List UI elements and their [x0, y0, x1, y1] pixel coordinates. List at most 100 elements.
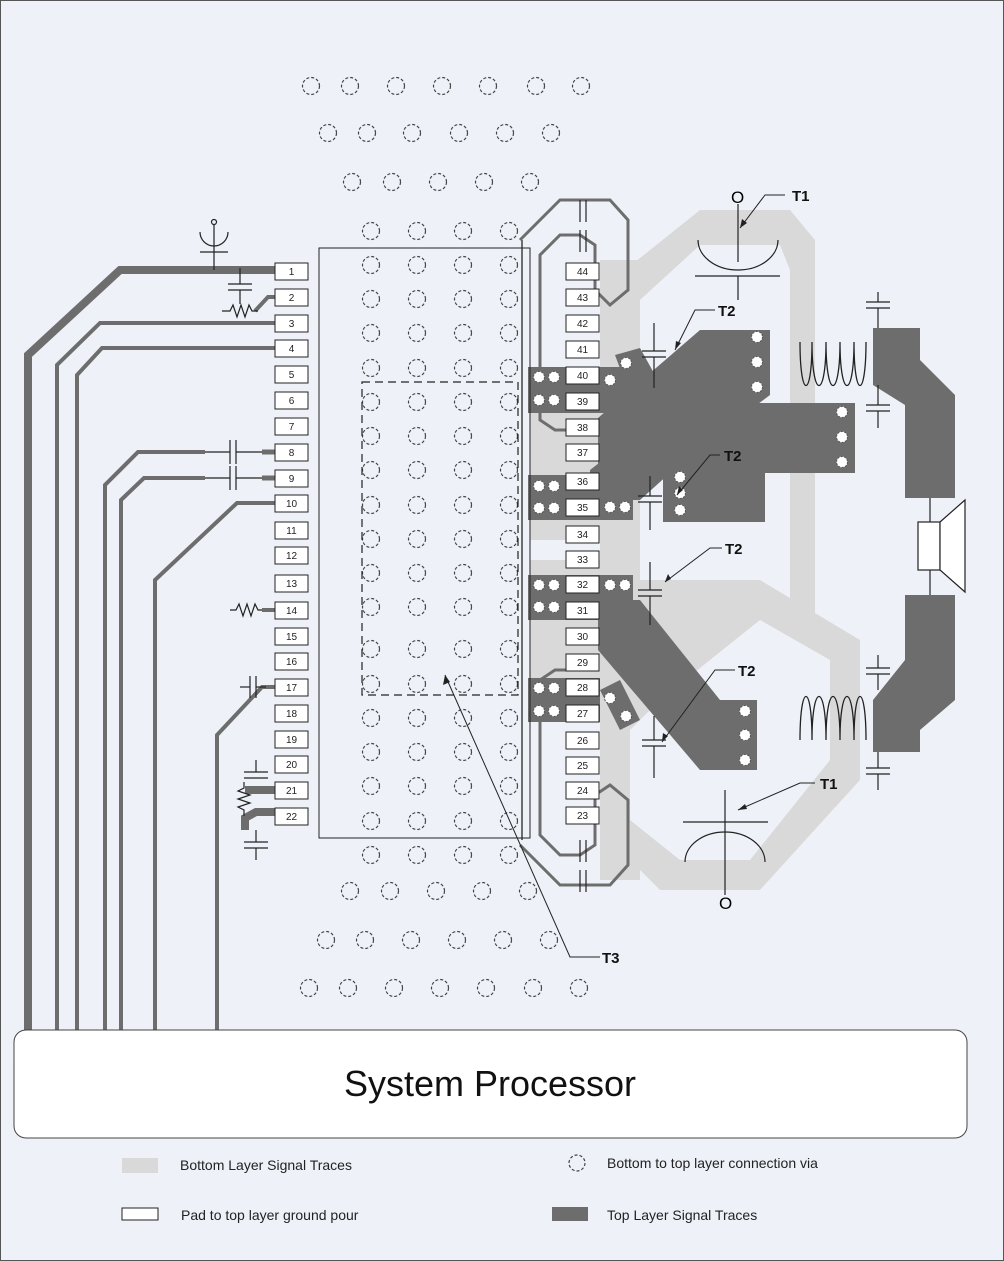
legend-swatch-bottom-traces — [122, 1158, 158, 1173]
pad-via — [548, 502, 560, 514]
pad-via — [620, 357, 632, 369]
pad-via — [548, 705, 560, 717]
via — [453, 289, 473, 309]
pin-right-36-pad — [565, 472, 600, 491]
pin-right-32-label: 32 — [577, 580, 589, 591]
pin-right-34-pad — [565, 525, 600, 544]
callout-t1-top: T1 — [792, 188, 810, 205]
via — [340, 76, 360, 96]
pin-left-18-label: 18 — [286, 709, 298, 720]
pin-left-9-label: 9 — [289, 474, 295, 485]
pin-left-5-label: 5 — [289, 370, 295, 381]
t1-antenna-bottom — [683, 790, 768, 895]
via — [474, 172, 494, 192]
via — [499, 358, 519, 378]
via — [541, 123, 561, 143]
pin-right-33-label: 33 — [577, 555, 589, 566]
pad-via — [604, 692, 616, 704]
pad-via — [739, 729, 751, 741]
via — [361, 597, 381, 617]
pin-right-36-label: 36 — [577, 477, 589, 488]
pad-via — [548, 394, 560, 406]
pin-right-39-label: 39 — [577, 397, 589, 408]
pad-via — [548, 601, 560, 613]
via — [426, 881, 446, 901]
via — [407, 426, 427, 446]
via — [407, 323, 427, 343]
via — [316, 930, 336, 950]
via — [361, 674, 381, 694]
via — [495, 123, 515, 143]
pin-left-6-label: 6 — [289, 396, 295, 407]
pin-left-22-label: 22 — [286, 812, 298, 823]
via — [453, 426, 473, 446]
via — [453, 674, 473, 694]
pad-via — [548, 480, 560, 492]
via — [407, 358, 427, 378]
via — [453, 323, 473, 343]
via — [430, 978, 450, 998]
pin-left-7-pad — [274, 417, 309, 436]
pin-left-11-label: 11 — [286, 526, 297, 537]
pin-right-28-pad — [565, 678, 600, 697]
via — [453, 392, 473, 412]
pad-via — [533, 579, 545, 591]
pad-via — [619, 501, 631, 513]
pin-left-3-label: 3 — [289, 319, 295, 330]
via — [523, 978, 543, 998]
t1-antenna-top — [695, 204, 780, 300]
pin-right-39-pad — [565, 392, 600, 411]
via — [453, 495, 473, 515]
pin-left-4-pad — [274, 339, 309, 358]
pin-right-35-pad — [565, 498, 600, 517]
pin-right-38-label: 38 — [577, 423, 589, 434]
via — [478, 76, 498, 96]
legend-via: Bottom to top layer connection via — [607, 1155, 818, 1171]
via — [407, 392, 427, 412]
via — [355, 930, 375, 950]
pin-right-24-pad — [565, 781, 600, 800]
callout-t2-b: T2 — [724, 448, 742, 465]
via — [361, 323, 381, 343]
callout-leaders — [444, 194, 815, 958]
pin-left-11-pad — [274, 521, 309, 540]
via — [453, 597, 473, 617]
via — [299, 978, 319, 998]
pin-left-13-label: 13 — [286, 579, 298, 590]
via — [407, 255, 427, 275]
pad-via — [619, 579, 631, 591]
pin-right-34-label: 34 — [577, 530, 589, 541]
via — [499, 708, 519, 728]
via — [407, 460, 427, 480]
pin-right-41-pad — [565, 340, 600, 359]
via — [407, 674, 427, 694]
pin-right-29-label: 29 — [577, 658, 589, 669]
via — [499, 845, 519, 865]
pin-left-8-label: 8 — [289, 448, 295, 459]
system-processor-label: System Processor — [344, 1063, 636, 1104]
resistors — [222, 303, 262, 816]
via — [384, 978, 404, 998]
pin-right-43-label: 43 — [577, 293, 589, 304]
pad-via — [836, 431, 848, 443]
via — [472, 881, 492, 901]
via — [428, 172, 448, 192]
via — [407, 495, 427, 515]
pad-via — [604, 501, 616, 513]
via — [453, 358, 473, 378]
via — [361, 776, 381, 796]
via — [357, 123, 377, 143]
pad-via — [548, 371, 560, 383]
pin-right-43-pad — [565, 288, 600, 307]
pin-left-2-label: 2 — [289, 293, 295, 304]
via — [453, 845, 473, 865]
antenna-icon — [199, 218, 229, 270]
pin-right-25-pad — [565, 756, 600, 775]
callout-arrowheads — [443, 219, 747, 810]
capacitors — [205, 200, 890, 892]
pin-left-20-label: 20 — [286, 760, 298, 771]
via — [407, 289, 427, 309]
via — [407, 529, 427, 549]
top-layer-traces — [24, 266, 290, 1030]
